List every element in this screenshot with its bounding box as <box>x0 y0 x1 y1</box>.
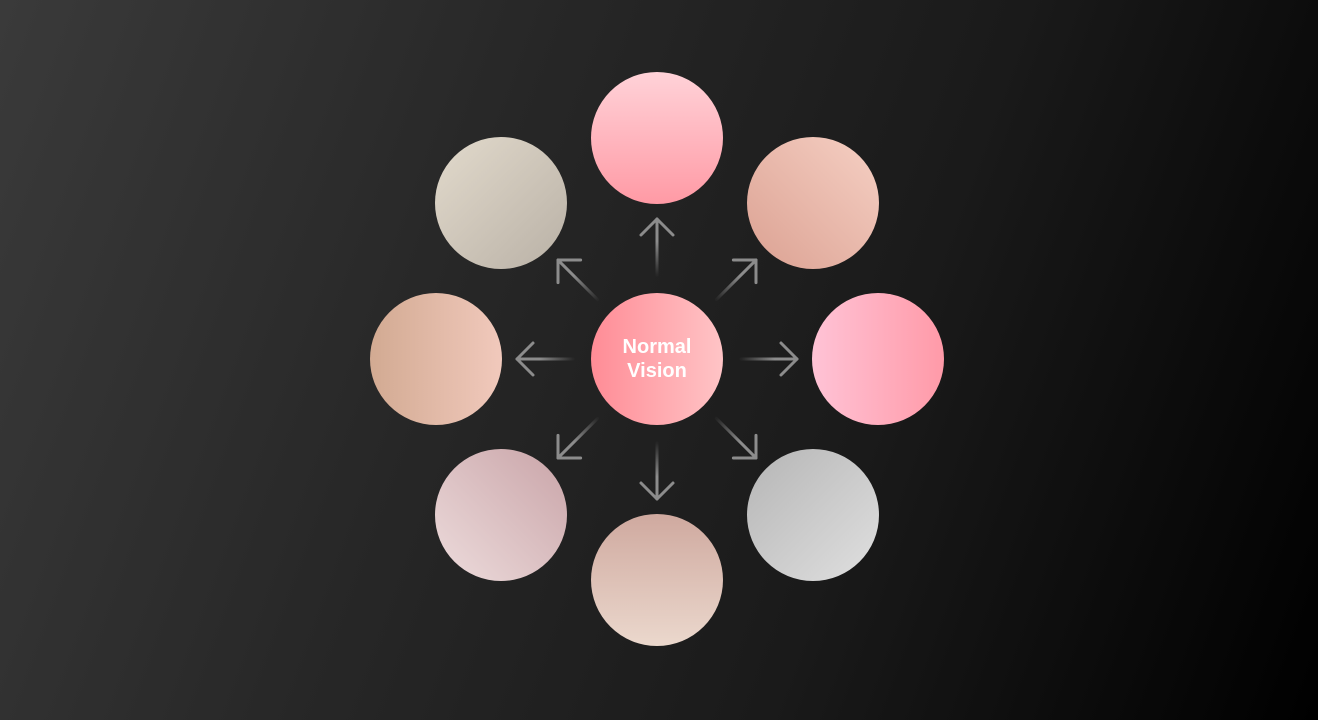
circle-top-left <box>434 136 567 269</box>
arrow-bottom <box>639 441 675 501</box>
circle-right <box>812 293 944 425</box>
circle-left <box>370 293 502 425</box>
arrow-bottom-right <box>714 416 758 460</box>
arrow-top-right <box>714 258 758 302</box>
circle-bottom-left <box>434 449 567 582</box>
arrow-top <box>639 217 675 277</box>
arrow-bottom-left <box>556 416 600 460</box>
circle-bottom-right <box>747 449 880 582</box>
arrow-right <box>739 341 799 377</box>
circle-top <box>591 72 723 204</box>
arrow-left <box>515 341 575 377</box>
circle-top-right <box>747 136 880 269</box>
arrow-top-left <box>556 258 600 302</box>
circle-bottom <box>591 514 723 646</box>
